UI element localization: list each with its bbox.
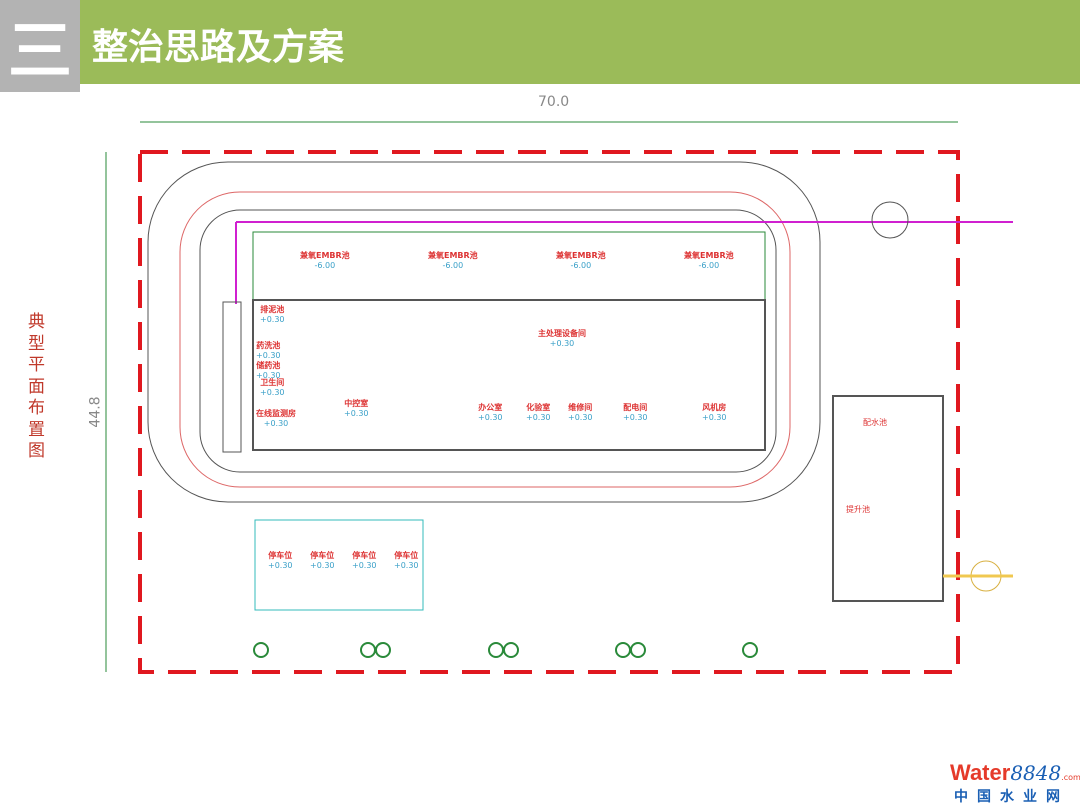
section-number: 三 (0, 0, 80, 92)
tank-label: 兼氧EMBR池-6.00 (300, 251, 350, 270)
room-label: 在线监测房+0.30 (256, 409, 296, 428)
parking-label: 停车位+0.30 (394, 551, 419, 570)
side-caption: 典型平面布置图 (28, 312, 45, 461)
room-label: 卫生间+0.30 (260, 378, 285, 397)
site-plan: 70.0 44.8 兼氧EMBR池-6.00 兼氧EMBR池-6.00 兼氧EM… (68, 92, 1080, 710)
plan-drawing (105, 121, 1013, 674)
control-room-label: 中控室+0.30 (344, 399, 369, 418)
room-label: 风机房+0.30 (702, 403, 727, 422)
room-label: 办公室+0.30 (478, 403, 503, 422)
distribution-tank-label: 配水池 (863, 418, 887, 427)
main-hall-label: 主处理设备间+0.30 (538, 329, 586, 348)
room-label: 储药池+0.30 (256, 361, 281, 380)
parking-label: 停车位+0.30 (310, 551, 335, 570)
parking-label: 停车位+0.30 (268, 551, 293, 570)
tank-label: 兼氧EMBR池-6.00 (556, 251, 606, 270)
room-label: 维修间+0.30 (568, 403, 593, 422)
watermark-logo: Water8848.com 中国水业网 (950, 760, 1080, 805)
room-label: 排泥池+0.30 (260, 305, 285, 324)
width-dimension: 70.0 (538, 94, 570, 110)
room-label: 化验室+0.30 (526, 403, 551, 422)
lift-tank-label: 提升池 (846, 505, 870, 514)
height-dimension: 44.8 (87, 396, 104, 428)
slide-title: 整治思路及方案 (92, 27, 345, 68)
tank-label: 兼氧EMBR池-6.00 (428, 251, 478, 270)
room-label: 药洗池+0.30 (256, 341, 281, 360)
parking-label: 停车位+0.30 (352, 551, 377, 570)
tank-label: 兼氧EMBR池-6.00 (684, 251, 734, 270)
room-label: 配电间+0.30 (623, 403, 648, 422)
header-bar (80, 0, 1080, 84)
